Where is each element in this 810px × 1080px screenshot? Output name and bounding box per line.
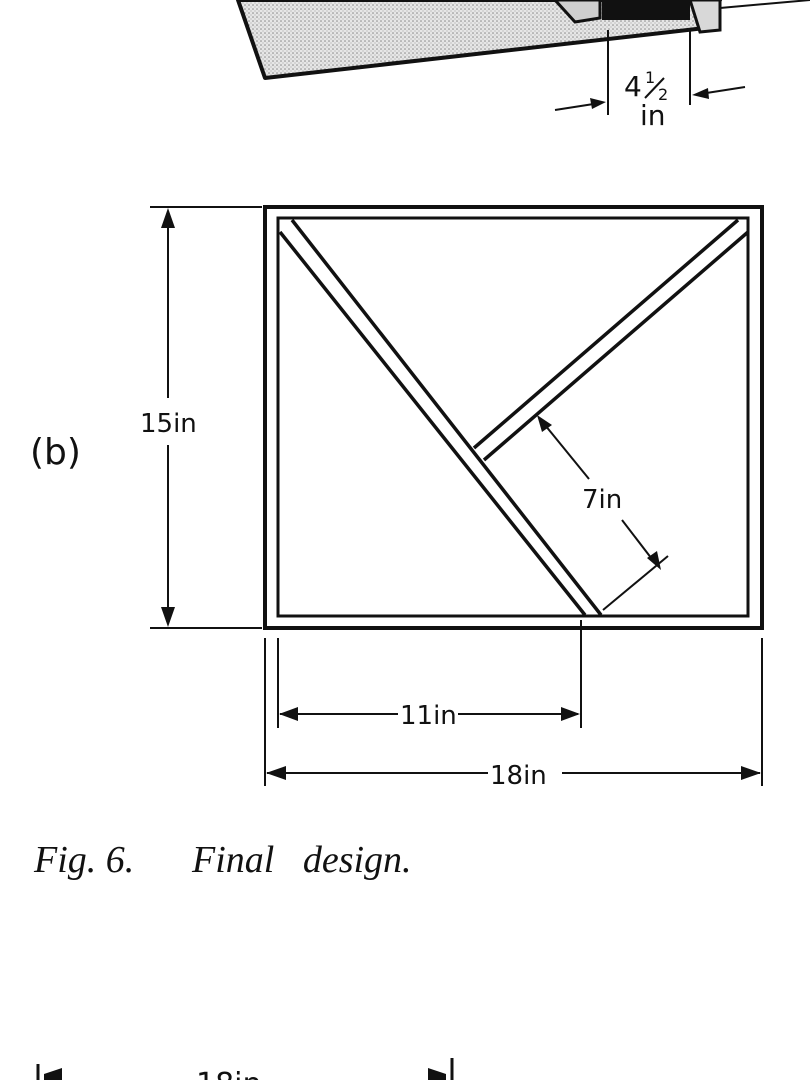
height-dim-label: 15in [140,409,197,439]
baffle-dim-label: 7in [582,485,622,515]
total-width-dimension: 18in [266,761,761,791]
height-dimension: 15in [140,206,262,629]
partial-width-dimension: 11in [279,701,580,731]
figure-caption: Fig. 6. Final design. [34,838,412,882]
caption-text: Final design. [192,839,412,881]
top-dim-frac-num: 1 [645,68,655,87]
top-dim-whole: 4 [624,70,642,103]
top-dimension: 4 1 2 in [554,30,746,132]
panel-label: (b) [30,432,81,473]
bottom-dim-label: 18in [196,1067,262,1080]
top-dim-unit: in [640,99,666,132]
extension-lines [264,620,763,786]
total-width-label: 18in [490,761,547,791]
baffle-partition [472,218,750,462]
bottom-dimension-partial: 18in [36,1058,454,1080]
diagonal-partition [278,218,603,617]
baffle-dimension: 7in [537,415,669,611]
enclosure-frame [263,205,764,630]
top-box-drawing [236,0,810,80]
top-dim-frac-den: 2 [658,85,668,104]
caption-number: Fig. 6. [34,839,135,881]
partial-width-label: 11in [400,701,457,731]
